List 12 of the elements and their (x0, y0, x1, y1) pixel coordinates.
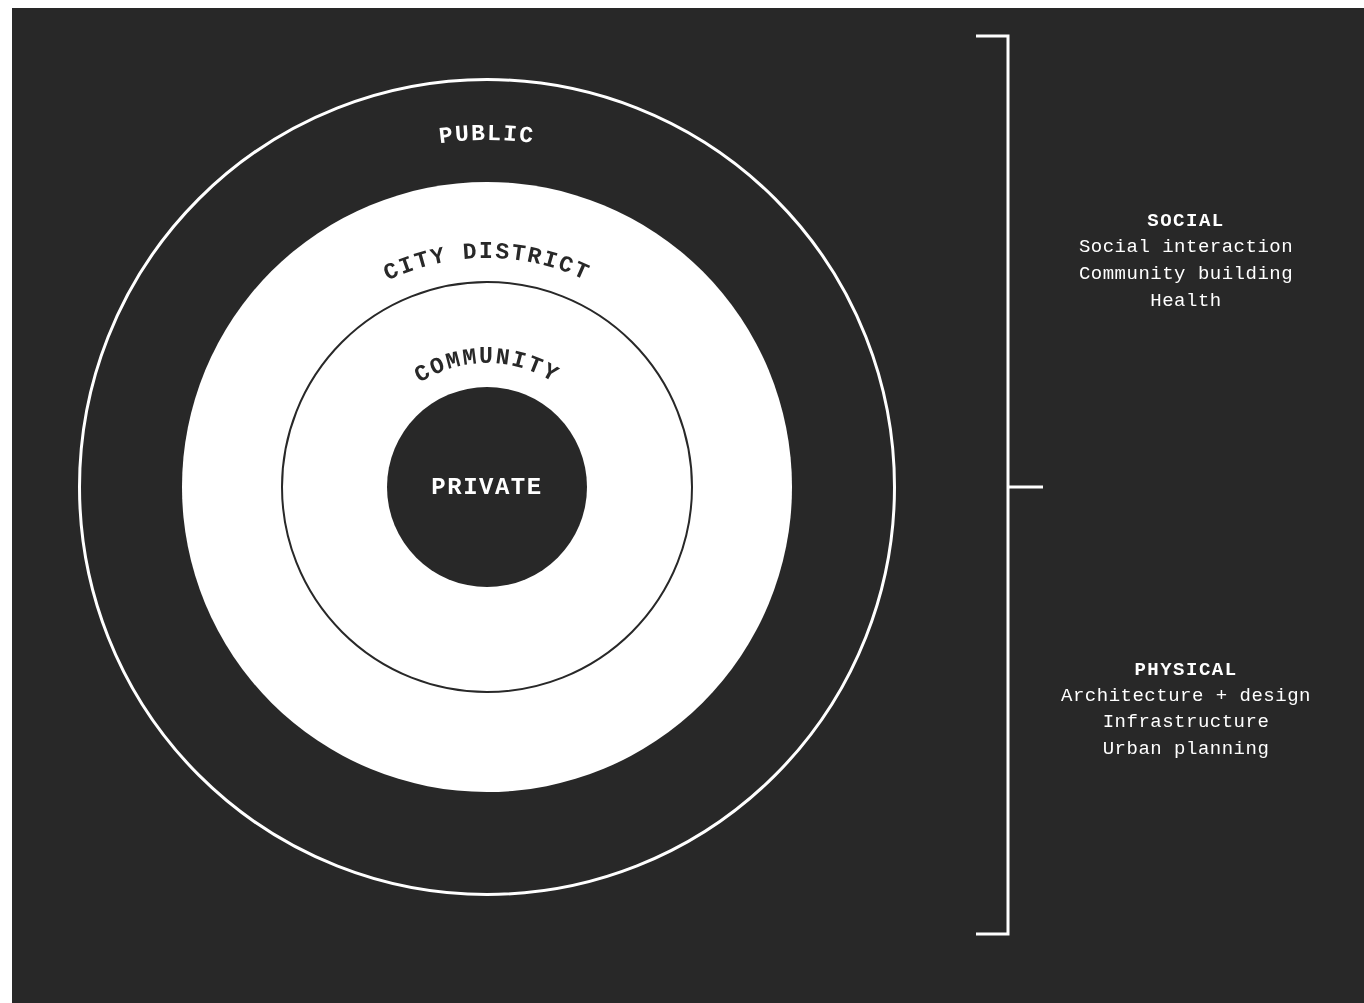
list-label: Community building (1078, 263, 1294, 285)
circle-label: COMMUNITY (410, 344, 564, 389)
circle-label: PRIVATE (431, 473, 543, 501)
circle-label: CITY DISTRICT (379, 239, 595, 287)
list-label: Infrastructure (1102, 711, 1270, 733)
heading-label: PHYSICAL (1134, 659, 1238, 681)
list-label: Health (1150, 290, 1222, 312)
circle-label: PUBLIC (437, 120, 537, 151)
heading-label: SOCIAL (1147, 210, 1225, 232)
list-label: Urban planning (1102, 738, 1270, 760)
list-label: Architecture + design (1061, 685, 1311, 707)
list-label: Social interaction (1078, 236, 1294, 258)
